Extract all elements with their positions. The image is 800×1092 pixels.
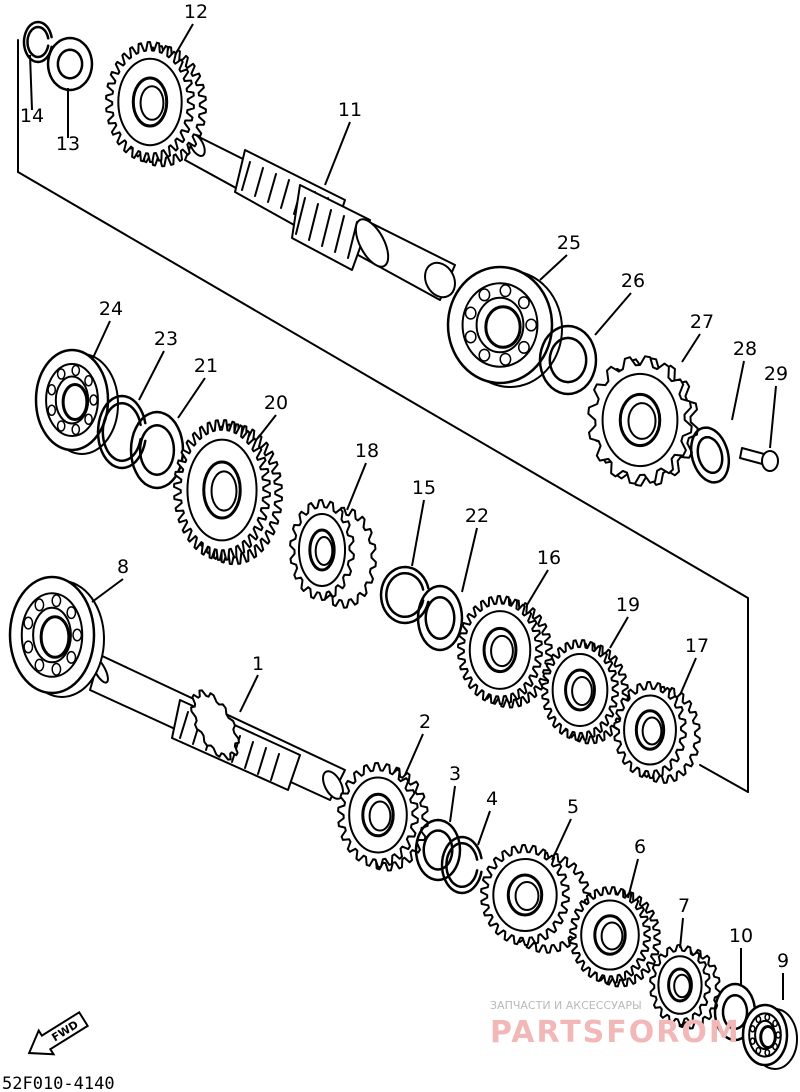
assembly-lines (17, 39, 749, 793)
callout-7: 7 (678, 895, 690, 917)
circlip-15 (379, 565, 430, 625)
leader-line-25 (539, 254, 568, 281)
callout-23: 23 (154, 328, 178, 350)
leader-line-17 (679, 657, 697, 696)
watermark-line2: PARTSFOROM (490, 1015, 741, 1050)
leader-line-3 (449, 785, 456, 823)
leader-line-28 (731, 360, 745, 421)
callout-18: 18 (355, 440, 379, 462)
leader-line-7 (679, 917, 684, 949)
leader-line-5 (551, 818, 572, 861)
callout-1: 1 (252, 653, 264, 675)
gear-6 (569, 886, 661, 988)
bearing-8 (8, 575, 105, 698)
callout-10: 10 (729, 925, 753, 947)
callout-5: 5 (567, 796, 579, 818)
bolt-29 (739, 447, 779, 472)
callout-17: 17 (685, 635, 709, 657)
callout-29: 29 (764, 363, 788, 385)
oil-seal-26 (538, 324, 598, 396)
circlip-4 (440, 835, 483, 895)
leader-line-20 (257, 414, 277, 439)
callout-22: 22 (465, 505, 489, 527)
callout-4: 4 (486, 788, 498, 810)
callout-2: 2 (419, 711, 431, 733)
gear-18 (289, 499, 377, 609)
callout-28: 28 (733, 338, 757, 360)
leader-line-15 (411, 499, 425, 567)
callout-13: 13 (56, 133, 80, 155)
callout-8: 8 (117, 556, 129, 578)
leader-line-27 (681, 333, 701, 363)
leader-line-12 (174, 23, 194, 56)
leader-line-26 (594, 292, 632, 336)
shaft-1 (89, 654, 346, 801)
sprocket-27 (587, 355, 699, 487)
leader-line-8 (91, 578, 124, 603)
lock-washer-28 (689, 426, 731, 484)
circlip-14 (22, 20, 53, 64)
circlip-23 (96, 394, 147, 470)
callout-24: 24 (99, 298, 123, 320)
gear-20 (173, 419, 283, 566)
callout-19: 19 (616, 594, 640, 616)
callout-9: 9 (777, 950, 789, 972)
drawing-code: 52F010-4140 (2, 1074, 115, 1092)
leader-line-19 (609, 616, 629, 649)
leader-line-21 (177, 377, 206, 419)
leader-line-6 (627, 858, 639, 899)
leader-line-14 (29, 54, 33, 111)
gear-7 (649, 944, 721, 1030)
leader-line-16 (526, 569, 549, 606)
gear-5 (480, 844, 592, 954)
callout-21: 21 (194, 355, 218, 377)
gear-16 (457, 595, 553, 709)
gear-19 (541, 639, 629, 745)
bearing-24 (34, 348, 119, 455)
gear-12 (105, 41, 207, 168)
washer-22 (416, 584, 464, 652)
callout-11: 11 (338, 99, 362, 121)
gear-17 (613, 681, 701, 784)
leader-line-23 (138, 350, 165, 401)
callout-27: 27 (690, 311, 714, 333)
watermark-line1: ЗАПЧАСТИ И АКСЕССУАРЫ (490, 999, 642, 1012)
callout-14: 14 (20, 105, 44, 127)
washer-21 (129, 410, 185, 490)
bearing-9 (741, 1003, 798, 1070)
bearing-25 (446, 265, 563, 388)
callout-25: 25 (557, 232, 581, 254)
callout-16: 16 (537, 547, 561, 569)
callout-12: 12 (184, 1, 208, 23)
fwd-arrow-icon: FWD (27, 1010, 90, 1056)
shaft-11 (184, 133, 456, 301)
leader-line-24 (91, 320, 111, 361)
callout-3: 3 (449, 763, 461, 785)
leader-line-22 (461, 527, 478, 593)
callout-20: 20 (264, 392, 288, 414)
leader-line-2 (404, 733, 424, 776)
callout-26: 26 (621, 270, 645, 292)
washer-13 (46, 36, 94, 92)
leader-line-18 (346, 462, 367, 511)
leader-line-11 (324, 121, 351, 186)
watermark: ЗАПЧАСТИ И АКСЕССУАРЫ PARTSFOROM (490, 999, 741, 1050)
callout-6: 6 (634, 836, 646, 858)
leader-line-4 (477, 810, 491, 846)
gear-2 (337, 762, 429, 872)
callout-15: 15 (412, 477, 436, 499)
leader-line-29 (769, 385, 777, 449)
washer-3 (414, 818, 462, 882)
leader-line-1 (239, 674, 259, 713)
